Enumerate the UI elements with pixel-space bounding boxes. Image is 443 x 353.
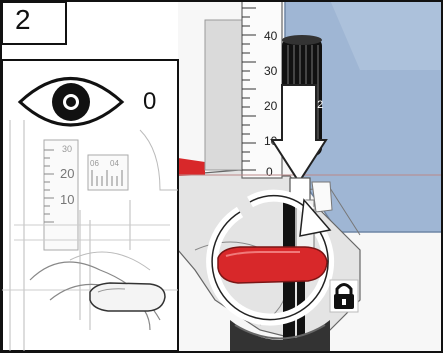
inset-ruler-label-10: 10 xyxy=(60,192,74,207)
inset-zero-label: 0 xyxy=(143,90,156,114)
inset-ruler-label-30: 30 xyxy=(62,144,72,154)
step-number-box xyxy=(2,2,66,44)
ruler-label-40: 40 xyxy=(264,29,278,43)
inset-mini-label-04: 04 xyxy=(110,159,119,168)
step-number: 2 xyxy=(15,6,31,34)
ruler-label-30: 30 xyxy=(264,64,278,78)
inset-ruler-label-20: 20 xyxy=(60,166,74,181)
main-ruler: 40 30 20 10 0 xyxy=(242,0,282,179)
red-lever xyxy=(218,247,327,283)
grey-column xyxy=(205,20,245,170)
ruler-label-20: 20 xyxy=(264,99,278,113)
ruler-label-0: 0 xyxy=(266,165,273,179)
shaft-bracket xyxy=(312,182,332,212)
inset-mini-label-06: 06 xyxy=(90,159,99,168)
lock-icon xyxy=(330,280,358,312)
